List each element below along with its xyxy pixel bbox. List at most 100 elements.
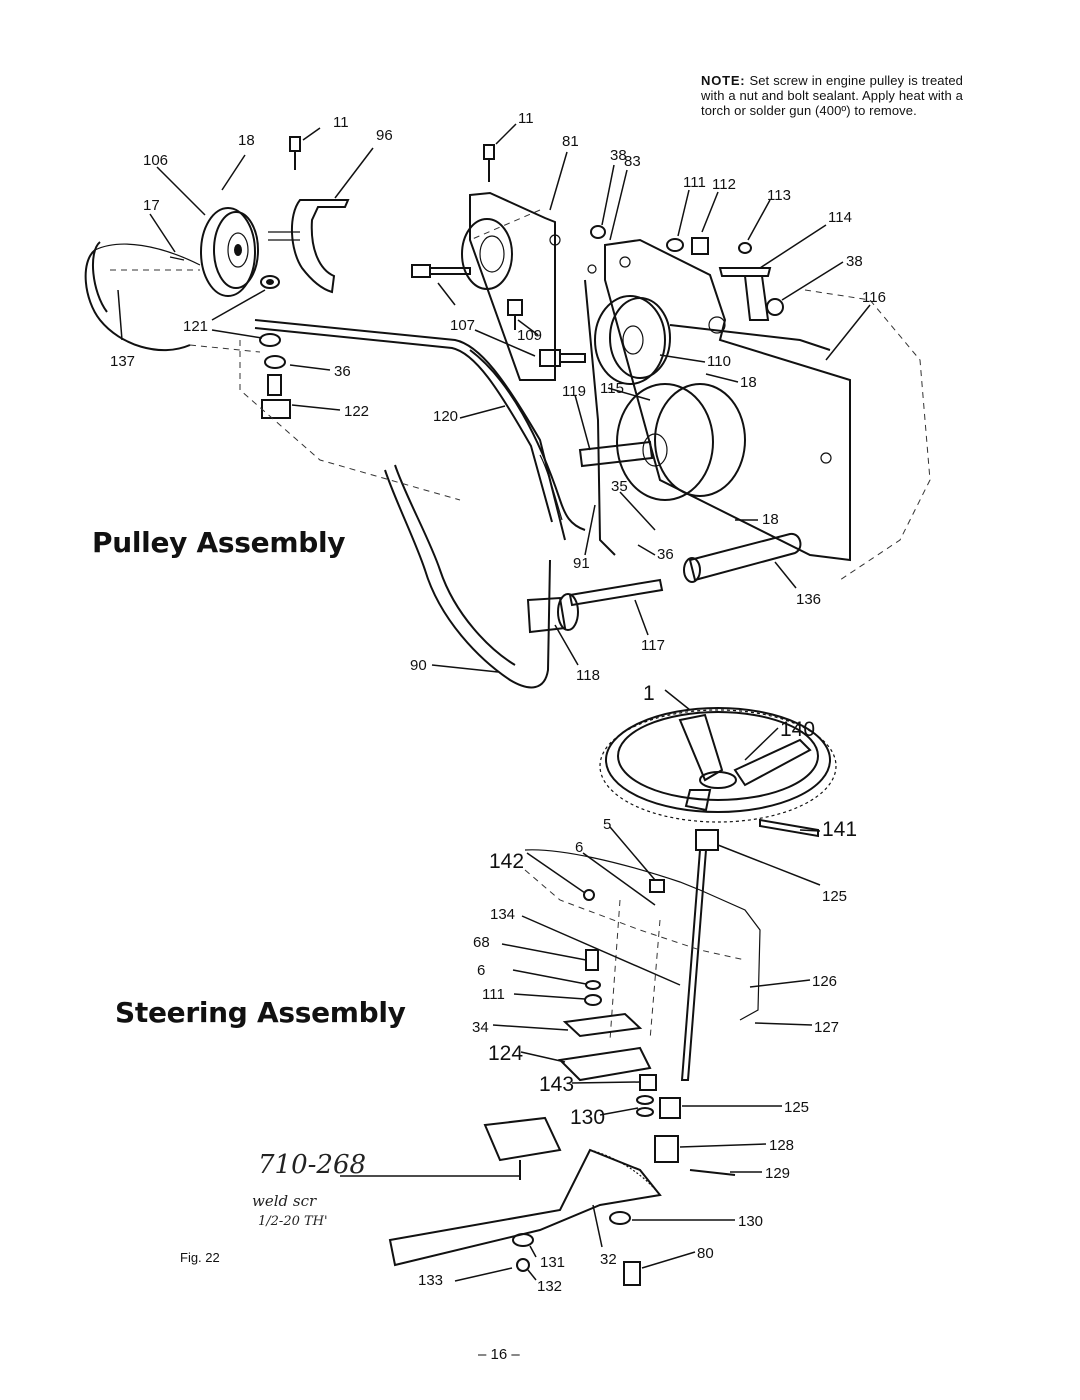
bracket-hardware xyxy=(584,949,602,1006)
callout-label: 143 xyxy=(539,1073,574,1096)
callout-label: 106 xyxy=(143,152,168,169)
callout-label: 132 xyxy=(537,1278,562,1295)
shaft-117-118 xyxy=(526,578,664,634)
callout-label: 1 xyxy=(643,682,655,705)
callout-label: 126 xyxy=(812,973,837,990)
callout-label: 142 xyxy=(489,850,524,873)
transmission-pulley-115 xyxy=(578,383,746,501)
bushing-125 xyxy=(695,829,719,851)
callout-label: 18 xyxy=(762,511,779,528)
handwritten-note-line1: weld scr xyxy=(252,1192,317,1210)
idler-arm xyxy=(254,319,566,541)
callout-label: 118 xyxy=(576,667,600,684)
pulley-leaders xyxy=(117,123,871,673)
pulley-bracket-81 xyxy=(461,144,597,381)
pin-141 xyxy=(759,818,819,838)
steering-assembly-drawing: 1 140 5 141 6 142 125 134 68 6 126 111 3… xyxy=(340,682,857,1295)
note-text: Set screw in engine pulley is treated wi… xyxy=(701,73,963,118)
key-17 xyxy=(169,256,185,261)
callout-label: 125 xyxy=(784,1099,809,1116)
callout-label: 68 xyxy=(473,934,490,951)
callout-label: 112 xyxy=(712,176,736,193)
callout-label: 91 xyxy=(573,555,590,572)
plate-34 xyxy=(562,1012,643,1038)
bolt-80 xyxy=(623,1261,641,1286)
pinion-gear-128 xyxy=(654,1135,679,1163)
callout-label: 107 xyxy=(450,317,475,334)
callout-label: 36 xyxy=(657,546,674,563)
dash-panel xyxy=(524,849,761,1041)
callout-label: 109 xyxy=(517,327,542,344)
steering-shaft xyxy=(680,849,708,1081)
washer-130 xyxy=(609,1211,631,1225)
callout-label: 18 xyxy=(238,132,255,149)
bolt-5 xyxy=(649,879,665,893)
mounting-plate-83 xyxy=(604,238,851,562)
callout-label: 130 xyxy=(570,1106,605,1129)
callout-label: 115 xyxy=(600,380,624,397)
callout-label: 114 xyxy=(828,209,852,226)
callout-label: 111 xyxy=(482,986,505,1003)
plate-124 xyxy=(557,1046,652,1082)
callout-label: 130 xyxy=(738,1213,763,1230)
callout-label: 38 xyxy=(610,147,627,164)
lower-bushings xyxy=(636,1074,681,1119)
tube-136 xyxy=(683,532,802,583)
pulley-note: NOTE: Set screw in engine pulley is trea… xyxy=(701,73,963,118)
callout-label: 11 xyxy=(518,110,534,127)
callout-label: 38 xyxy=(846,253,863,270)
callout-label: 83 xyxy=(624,153,641,170)
callout-label: 17 xyxy=(143,197,160,214)
steering-assembly-title: Steering Assembly xyxy=(115,996,406,1029)
callout-label: 131 xyxy=(540,1254,565,1271)
callout-label: 140 xyxy=(780,718,815,741)
upper-hardware xyxy=(590,225,784,321)
callout-label: 81 xyxy=(562,133,579,150)
callout-label: 6 xyxy=(575,839,583,856)
callout-label: 129 xyxy=(765,1165,790,1182)
page-number: – 16 – xyxy=(478,1346,520,1363)
nut-132 xyxy=(516,1258,530,1272)
engine-pulley xyxy=(200,207,259,297)
note-label: NOTE: xyxy=(701,73,746,88)
callout-label: 128 xyxy=(769,1137,794,1154)
callout-label: 117 xyxy=(641,637,665,654)
idler-hardware-stack xyxy=(259,275,291,419)
main-belt xyxy=(469,349,586,531)
callout-label: 136 xyxy=(796,591,821,608)
callout-label: 133 xyxy=(418,1272,443,1289)
bolts-107-109 xyxy=(411,264,586,367)
frame-outline xyxy=(804,289,931,581)
steering-leaders xyxy=(340,689,821,1282)
spring-rod-116 xyxy=(669,324,831,351)
callout-label: 141 xyxy=(822,818,857,841)
callout-label: 134 xyxy=(490,906,515,923)
pulley-assembly-title: Pulley Assembly xyxy=(92,526,346,559)
pulley-callout-labels: 11 18 96 106 17 121 137 36 122 11 81 38 … xyxy=(110,110,886,684)
callout-label: 127 xyxy=(814,1019,839,1036)
callout-label: 6 xyxy=(477,962,485,979)
drive-belt xyxy=(84,241,261,353)
callout-label: 121 xyxy=(183,318,208,335)
clutch-pulley-110 xyxy=(594,295,671,385)
callout-label: 122 xyxy=(344,403,369,420)
callout-label: 111 xyxy=(683,174,706,191)
belt-guide-bracket xyxy=(268,136,350,294)
callout-label: 80 xyxy=(697,1245,714,1262)
callout-label: 113 xyxy=(767,187,791,204)
nut-142 xyxy=(583,889,595,901)
pin-129 xyxy=(689,1169,736,1176)
callout-label: 18 xyxy=(740,374,757,391)
steering-wheel xyxy=(599,707,837,823)
callout-label: 96 xyxy=(376,127,393,144)
rod-119 xyxy=(584,279,616,556)
callout-label: 5 xyxy=(603,816,611,833)
callout-label: 110 xyxy=(707,353,731,370)
callout-label: 90 xyxy=(410,657,427,674)
control-lever xyxy=(384,464,551,689)
callout-label: 137 xyxy=(110,353,135,370)
callout-label: 125 xyxy=(822,888,847,905)
sector-gear-arm xyxy=(388,1116,662,1267)
